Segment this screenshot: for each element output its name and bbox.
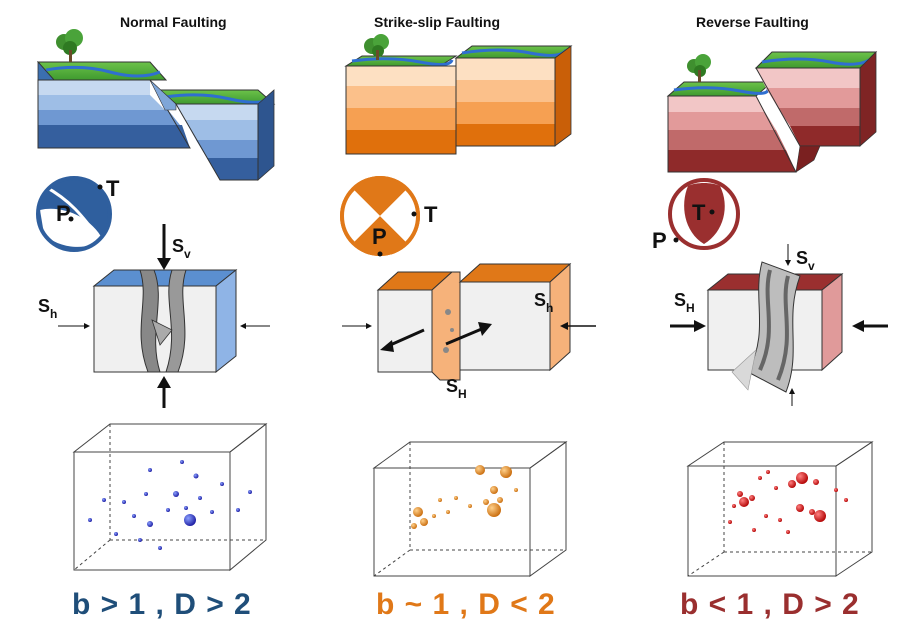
scatter-box-normal <box>72 422 268 572</box>
svg-text:H: H <box>686 301 695 315</box>
title-normal-faulting: Normal Faulting <box>120 14 227 30</box>
scatter-box-strike-slip <box>372 441 568 577</box>
stress-block-strike-slip <box>376 262 572 381</box>
stress-block-reverse <box>706 261 844 393</box>
stress-labels-reverse: S v S H <box>674 248 815 315</box>
svg-text:S: S <box>172 236 184 256</box>
normal-fault-block <box>36 29 276 181</box>
svg-text:T: T <box>692 200 706 225</box>
beachball-labels-strike-slip: T P <box>372 202 438 257</box>
svg-text:P: P <box>652 228 667 253</box>
svg-text:S: S <box>796 248 808 268</box>
stress-labels-strike-slip: S h S H <box>446 290 553 401</box>
svg-text:S: S <box>38 296 50 316</box>
events-normal <box>88 460 252 550</box>
beachball-normal <box>36 176 112 252</box>
stress-block-normal <box>92 268 238 374</box>
svg-text:S: S <box>674 290 686 310</box>
scatter-box-reverse <box>686 441 874 577</box>
formula-strike-slip: b ~ 1 , D < 2 <box>376 588 556 621</box>
formula-normal: b > 1 , D > 2 <box>72 588 252 621</box>
svg-text:T: T <box>106 176 120 201</box>
svg-text:h: h <box>50 307 57 321</box>
svg-text:S: S <box>446 376 458 396</box>
events-reverse <box>728 470 848 534</box>
title-reverse-faulting: Reverse Faulting <box>696 14 809 30</box>
svg-text:T: T <box>424 202 438 227</box>
strike-slip-block <box>344 34 573 155</box>
stress-arrows-normal <box>58 224 270 408</box>
stress-labels-normal: S v S h <box>38 236 191 321</box>
svg-text:P: P <box>56 201 71 226</box>
svg-text:P: P <box>372 224 387 249</box>
svg-text:h: h <box>546 301 553 315</box>
stress-arrows-strike-slip <box>342 322 596 330</box>
beachball-labels-reverse: T P <box>652 200 715 253</box>
title-strike-slip-faulting: Strike-slip Faulting <box>374 14 501 30</box>
reverse-fault-block <box>666 51 878 173</box>
svg-text:H: H <box>458 387 467 401</box>
svg-text:v: v <box>184 247 191 261</box>
beachball-reverse <box>668 178 740 250</box>
beachball-labels-normal: P T <box>56 176 120 226</box>
svg-text:S: S <box>534 290 546 310</box>
stress-arrows-reverse <box>670 244 888 406</box>
events-strike-slip <box>411 465 518 529</box>
svg-text:v: v <box>808 259 815 273</box>
formula-reverse: b < 1 , D > 2 <box>680 588 860 621</box>
beachball-strike-slip <box>340 176 420 256</box>
